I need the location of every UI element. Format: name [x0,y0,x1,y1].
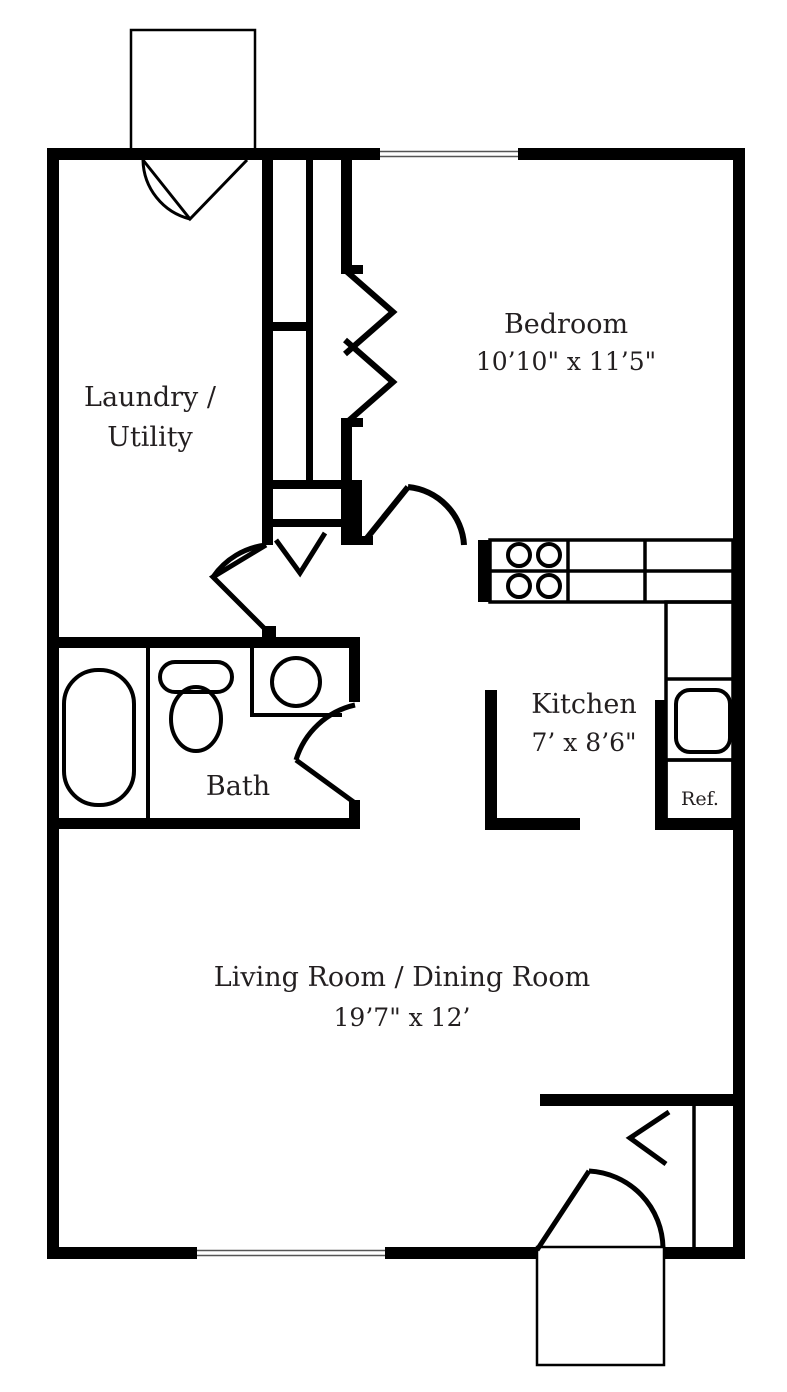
closet-door-lower[interactable] [343,337,398,427]
bedroom-label-name: Bedroom [504,309,628,340]
living-closet-walls [540,1094,745,1106]
patio-stoop [535,1245,666,1367]
utility-door[interactable] [208,542,268,632]
bath-label-name: Bath [206,771,270,802]
label-kitchen: Kitchen 7’ x 8’6" [531,689,637,757]
bathroom-walls [47,626,360,829]
window-living-south [197,1249,385,1257]
living-label-dim: 19’7" x 12’ [334,1003,471,1032]
bedroom-door[interactable] [360,484,467,546]
bedroom-label-dim: 10’10" x 11’5" [476,347,656,376]
label-refrigerator: Ref. [681,788,719,810]
refrigerator-label: Ref. [681,788,719,810]
label-laundry: Laundry / Utility [84,382,217,453]
toilet [158,660,234,753]
closet-door-upper[interactable] [343,267,398,357]
vanity-sink [270,656,322,708]
hall-bifold[interactable] [273,531,328,578]
kitchen-sink [674,688,732,754]
entry-door[interactable] [141,158,249,222]
bath-door[interactable] [293,702,357,806]
kitchen-walls [478,540,745,830]
range-cooktop [506,542,562,599]
living-label-name: Living Room / Dining Room [214,962,590,993]
living-closet-door[interactable] [625,1109,671,1167]
kitchen-label-dim: 7’ x 8’6" [531,728,636,757]
kitchen-label-name: Kitchen [531,689,637,720]
patio-door[interactable] [534,1168,666,1252]
exterior-walls [47,148,745,1259]
label-living: Living Room / Dining Room 19’7" x 12’ [214,962,590,1032]
laundry-label-line2: Utility [107,422,193,453]
label-bath: Bath [206,771,270,802]
laundry-label-line1: Laundry / [84,382,217,413]
window-bedroom-north [380,150,518,158]
bathtub [62,668,136,807]
label-bedroom: Bedroom 10’10" x 11’5" [476,309,656,376]
bath-partitions [146,648,342,818]
